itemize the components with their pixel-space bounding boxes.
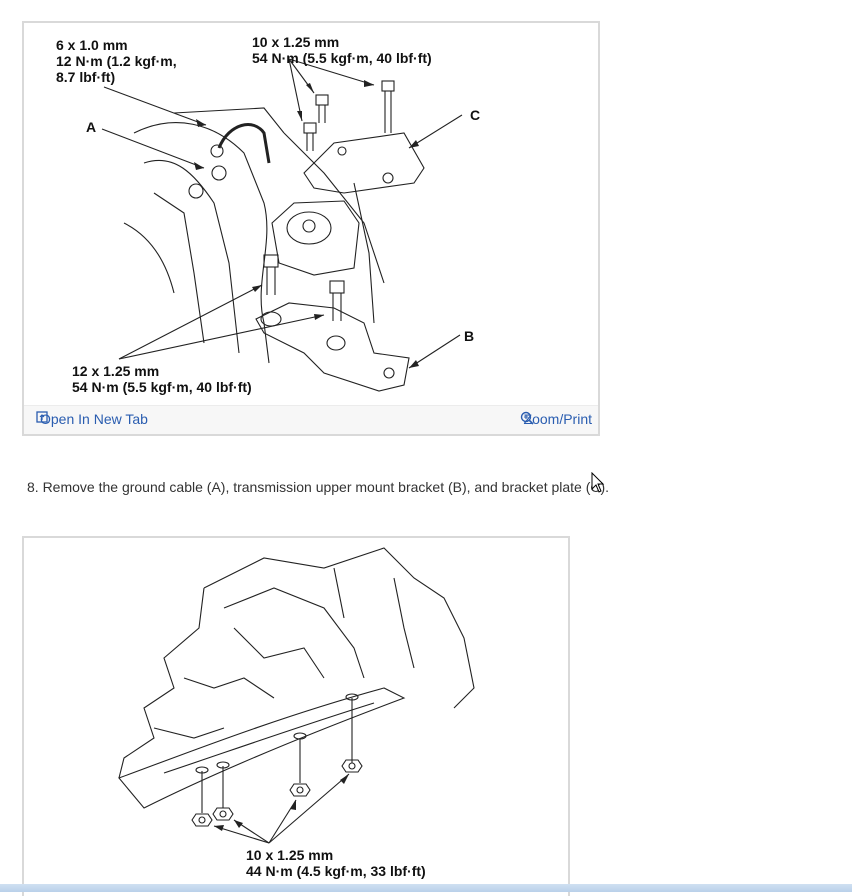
open-in-new-tab-link[interactable]: Open In New Tab: [36, 411, 148, 427]
figure-footer: Open In New Tab Zoom/Print: [24, 405, 598, 434]
label-top-left-2: 12 N·m (1.2 kgf·m,: [56, 53, 177, 69]
zoom-print-label: Zoom/Print: [523, 411, 592, 427]
figure-card-mount-bracket: 6 x 1.0 mm 12 N·m (1.2 kgf·m, 8.7 lbf·ft…: [22, 21, 600, 436]
zoom-print-link[interactable]: Zoom/Print: [520, 411, 592, 427]
figure-card-bracket-nuts: 10 x 1.25 mm 44 N·m (4.5 kgf·m, 33 lbf·f…: [22, 536, 570, 896]
callout-a: A: [86, 119, 96, 135]
label-top-right-2: 54 N·m (5.5 kgf·m, 40 lbf·ft): [252, 50, 432, 66]
open-in-new-tab-label: Open In New Tab: [40, 411, 148, 427]
callout-b: B: [464, 328, 474, 344]
label-top-left-1: 6 x 1.0 mm: [56, 37, 128, 53]
label-nut-size: 10 x 1.25 mm: [246, 847, 333, 863]
label-bottom-1: 12 x 1.25 mm: [72, 363, 159, 379]
label-nut-torque: 44 N·m (4.5 kgf·m, 33 lbf·ft): [246, 863, 426, 879]
bottom-edge-bar: [0, 884, 852, 892]
bracket-nuts-diagram: 10 x 1.25 mm 44 N·m (4.5 kgf·m, 33 lbf·f…: [118, 547, 475, 879]
mount-bracket-diagram: 6 x 1.0 mm 12 N·m (1.2 kgf·m, 8.7 lbf·ft…: [56, 34, 480, 395]
mouse-cursor-icon: [591, 471, 605, 499]
label-bottom-2: 54 N·m (5.5 kgf·m, 40 lbf·ft): [72, 379, 252, 395]
label-top-left-3: 8.7 lbf·ft): [56, 69, 115, 85]
label-top-right-1: 10 x 1.25 mm: [252, 34, 339, 50]
callout-c: C: [470, 107, 480, 123]
step-8-instruction: 8. Remove the ground cable (A), transmis…: [27, 479, 610, 495]
